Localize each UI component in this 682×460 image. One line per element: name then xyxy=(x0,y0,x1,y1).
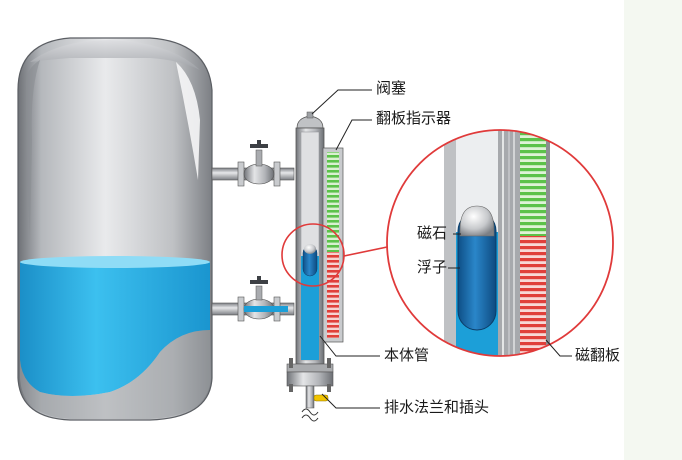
flap-indicator xyxy=(322,147,344,343)
callout-connector xyxy=(343,246,388,257)
small-callout-circle xyxy=(281,223,345,287)
label-magnetic-flap: 磁翻板 xyxy=(575,346,621,364)
upper-valve xyxy=(211,140,295,187)
zoom-detail xyxy=(386,129,614,357)
label-float: 浮子 xyxy=(417,258,448,276)
leader-lines xyxy=(311,89,572,409)
label-flap-indicator: 翻板指示器 xyxy=(376,109,452,127)
tank-water xyxy=(20,256,211,419)
label-drain-flange: 排水法兰和插头 xyxy=(384,398,490,416)
lower-valve xyxy=(211,276,295,322)
label-valve-plug: 阀塞 xyxy=(376,79,407,97)
body-tube xyxy=(286,111,334,422)
label-magnet: 磁石 xyxy=(417,224,448,242)
label-body-tube: 本体管 xyxy=(384,346,430,364)
side-panel xyxy=(624,0,682,460)
